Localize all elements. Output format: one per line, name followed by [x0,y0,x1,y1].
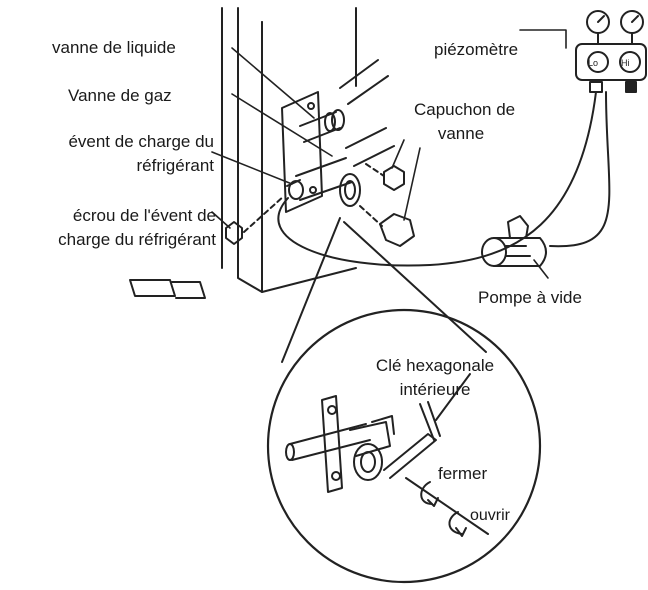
magnifier-cone [343,221,487,353]
label-open: ouvrir [470,507,511,524]
label-hex-key-line2: intérieure [399,380,471,399]
inset-valve [285,395,395,493]
gauge-lo-mark: Lo [588,58,598,68]
label-charge-vent-line2: réfrigérant [136,156,214,175]
label-gas-valve: Vanne de gaz [68,86,172,105]
callout-lines [211,29,567,279]
vent-nut [225,195,285,245]
valve-plate [281,91,323,213]
rotation-indicator [405,477,489,537]
hex-key [383,373,471,479]
liquid-valve-body [299,109,345,143]
charge-hose [277,91,597,267]
label-charge-vent-line1: évent de charge du [68,132,214,151]
label-gauge: piézomètre [434,40,519,59]
gauge-hi-mark: Hi [621,58,630,68]
pump-hose [549,91,611,248]
label-liquid-valve: vanne de liquide [52,38,176,57]
magnifier-circle [266,308,542,584]
valve-cap-nuts [359,163,415,247]
label-close: fermer [438,464,488,483]
label-valve-cap-line1: Capuchon de [414,100,516,119]
label-vacuum-pump: Pompe à vide [478,288,582,307]
label-vent-nut-line2: charge du réfrigérant [58,230,216,249]
charge-vent-body [286,179,304,200]
label-vent-nut-line1: écrou de l'évent de [72,206,216,225]
pipes [339,59,395,167]
gas-valve-body [295,157,361,207]
vacuum-pump [481,215,547,267]
label-valve-cap-line2: vanne [437,124,485,143]
gauge-manifold [575,10,647,93]
label-hex-key-line1: Clé hexagonale [375,356,495,375]
magnifier-cone [281,217,341,363]
